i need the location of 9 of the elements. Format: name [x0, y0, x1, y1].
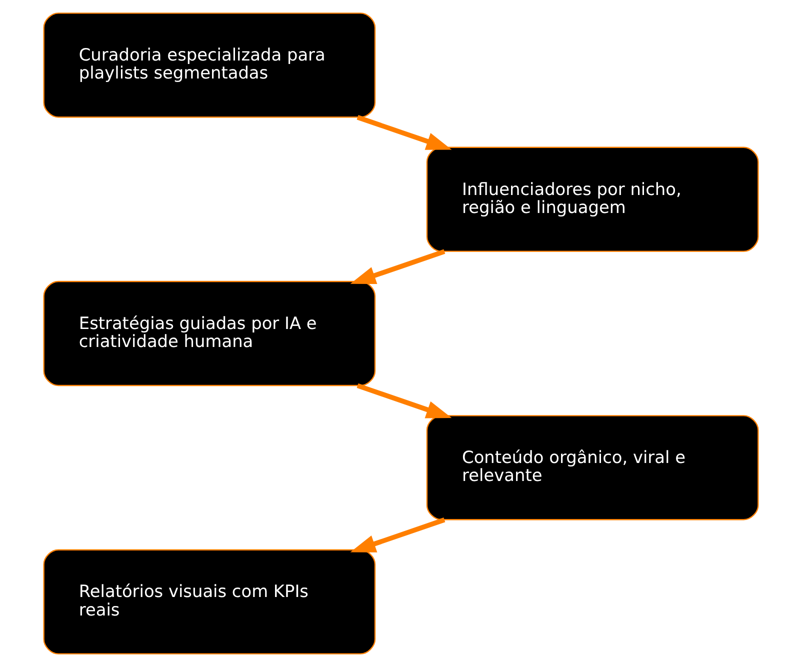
arrow	[356, 383, 452, 418]
arrow	[356, 115, 452, 150]
node-box: Curadoria especializada para playlists segmentadas	[43, 12, 376, 118]
node-box: Conteúdo orgânico, viral e relevante	[426, 415, 759, 520]
node-box: Relatórios visuais com KPIs reais	[43, 549, 376, 654]
arrow	[350, 518, 446, 552]
node-box: Estratégias guiadas por IA e criatividade humana	[43, 280, 376, 386]
node-box: Influenciadores por nicho, região e linguagem	[426, 146, 759, 252]
arrow	[350, 249, 446, 284]
